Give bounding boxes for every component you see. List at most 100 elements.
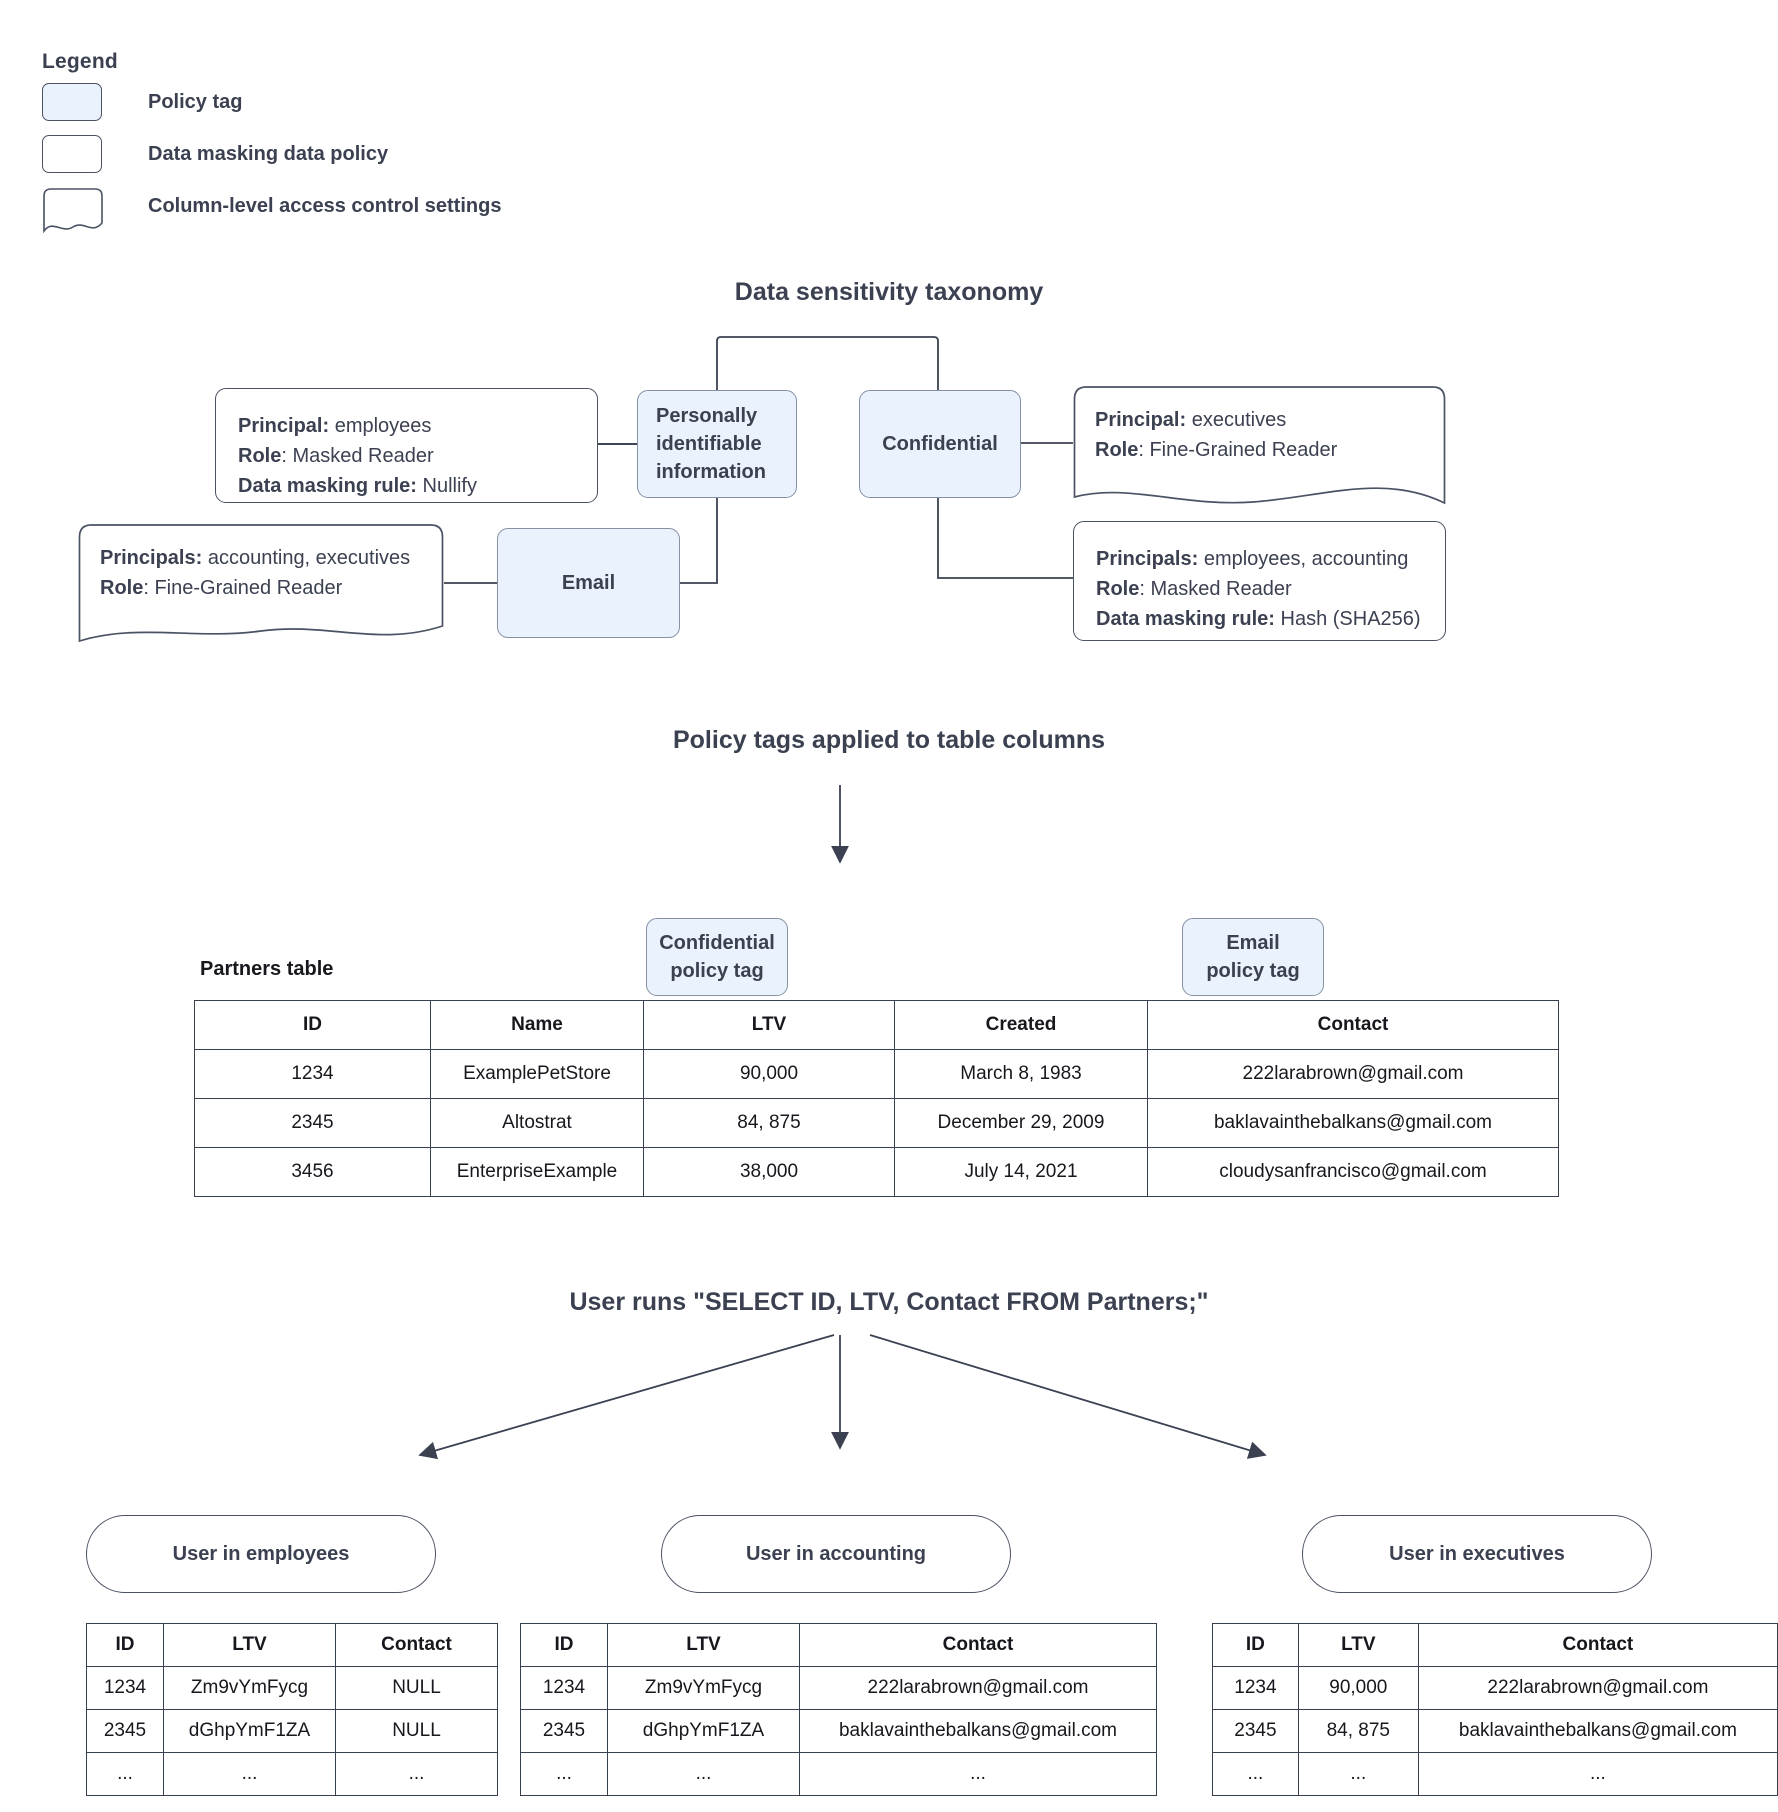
policy-line: Principal: executives: [1095, 405, 1337, 435]
table-cell: 90,000: [1297, 1666, 1419, 1710]
table-cell: 38,000: [643, 1147, 895, 1197]
policy-tag-badge-email[interactable]: Email policy tag: [1182, 918, 1324, 996]
persona-bubble[interactable]: User in executives: [1302, 1515, 1652, 1593]
table-row: .........: [1212, 1752, 1778, 1796]
table-cell: 3456: [194, 1147, 431, 1197]
taxonomy-title: Data sensitivity taxonomy: [734, 278, 1044, 306]
policy-value: : Masked Reader: [1139, 578, 1292, 600]
policy-box-pii-data-masking: Principal: employees Role: Masked Reader…: [215, 388, 598, 503]
column-header: ID: [86, 1623, 164, 1667]
policy-tag-badge-line2: policy tag: [1206, 960, 1300, 982]
policy-key: Role: [238, 445, 282, 467]
policy-tag-label: Personally identifiable information: [656, 405, 766, 483]
policy-line: Principals: accounting, executives: [100, 543, 410, 573]
legend-swatch-data-policy-icon: [42, 135, 102, 173]
column-header: ID: [520, 1623, 608, 1667]
policy-tag-label: Confidential: [882, 433, 998, 455]
table-cell: 222larabrown@gmail.com: [799, 1666, 1157, 1710]
legend-title: Legend: [42, 50, 118, 73]
policy-value: accounting, executives: [202, 547, 411, 569]
policy-key: Data masking rule:: [238, 475, 417, 497]
table-cell: baklavainthebalkans@gmail.com: [1147, 1098, 1559, 1148]
table-cell: 1234: [194, 1049, 431, 1099]
policy-tag-email[interactable]: Email: [497, 528, 680, 638]
policy-key: Role: [1096, 578, 1140, 600]
legend-item-column-level-access-control: Column-level access control settings: [42, 182, 502, 233]
policy-key: Role: [1095, 439, 1139, 461]
legend-swatch-policy-tag-icon: [42, 83, 102, 121]
table-cell: NULL: [335, 1709, 498, 1753]
column-header: Created: [894, 1000, 1148, 1050]
access-control-box-confidential: Principal: executives Role: Fine-Grained…: [1073, 385, 1446, 505]
table-cell: dGhpYmF1ZA: [607, 1709, 800, 1753]
table-row: .........: [86, 1752, 498, 1796]
column-header: Name: [430, 1000, 644, 1050]
policy-line: Role: Masked Reader: [238, 441, 575, 471]
legend-item-data-masking-data-policy: Data masking data policy: [42, 130, 501, 178]
partners-table-caption: Partners table: [200, 958, 334, 980]
legend-label: Policy tag: [148, 90, 243, 113]
table-cell: ...: [163, 1752, 336, 1796]
policy-line: Principal: employees: [238, 411, 575, 441]
policy-box-confidential-data-masking: Principals: employees, accounting Role: …: [1073, 521, 1446, 641]
policy-tag-badge-confidential[interactable]: Confidential policy tag: [646, 918, 788, 996]
column-header: ID: [194, 1000, 431, 1050]
policy-value: executives: [1186, 409, 1287, 431]
legend-swatch-access-control-icon: [42, 187, 103, 233]
column-header: Contact: [1147, 1000, 1559, 1050]
table-cell: 2345: [194, 1098, 431, 1148]
table-cell: ...: [799, 1752, 1157, 1796]
column-header: ID: [1212, 1623, 1299, 1667]
table-cell: ...: [1417, 1752, 1778, 1796]
table-cell: ...: [1212, 1752, 1299, 1796]
policy-value: Nullify: [416, 475, 477, 497]
table-cell: NULL: [335, 1666, 498, 1710]
legend-label: Column-level access control settings: [148, 194, 502, 217]
policy-value: employees: [329, 415, 432, 437]
access-control-text: Principals: accounting, executives Role:…: [100, 543, 410, 603]
table-row: .........: [520, 1752, 1157, 1796]
access-control-text: Principal: executives Role: Fine-Grained…: [1095, 405, 1337, 465]
policy-line: Principals: employees, accounting: [1096, 544, 1423, 574]
policy-tag-confidential[interactable]: Confidential: [859, 390, 1021, 498]
table-cell: 1234: [520, 1666, 608, 1710]
table-cell: 84, 875: [643, 1098, 895, 1148]
persona-label: User in accounting: [745, 1542, 927, 1565]
policy-key: Principals:: [100, 547, 203, 569]
applied-title: Policy tags applied to table columns: [672, 726, 1106, 754]
table-cell: 2345: [86, 1709, 164, 1753]
table-cell: 2345: [520, 1709, 608, 1753]
policy-value: employees, accounting: [1198, 548, 1409, 570]
persona-label: User in employees: [172, 1542, 350, 1565]
legend: Legend Policy tag Data masking data poli…: [42, 50, 502, 233]
policy-key: Data masking rule:: [1096, 608, 1275, 630]
policy-tag-personally-identifiable-information[interactable]: Personally identifiable information: [637, 390, 797, 498]
policy-value: : Fine-Grained Reader: [143, 577, 343, 599]
table-cell: ...: [1297, 1752, 1419, 1796]
policy-line: Data masking rule: Hash (SHA256): [1096, 604, 1423, 634]
column-header: LTV: [643, 1000, 895, 1050]
column-header: LTV: [1297, 1623, 1419, 1667]
policy-key: Principal:: [1095, 409, 1187, 431]
persona-bubble[interactable]: User in employees: [86, 1515, 436, 1593]
table-cell: 1234: [1212, 1666, 1299, 1710]
column-header: LTV: [163, 1623, 336, 1667]
policy-key: Principal:: [238, 415, 330, 437]
table-cell: EnterpriseExample: [430, 1147, 644, 1197]
persona-bubble[interactable]: User in accounting: [661, 1515, 1011, 1593]
table-cell: December 29, 2009: [894, 1098, 1148, 1148]
table-cell: ...: [520, 1752, 608, 1796]
table-cell: March 8, 1983: [894, 1049, 1148, 1099]
